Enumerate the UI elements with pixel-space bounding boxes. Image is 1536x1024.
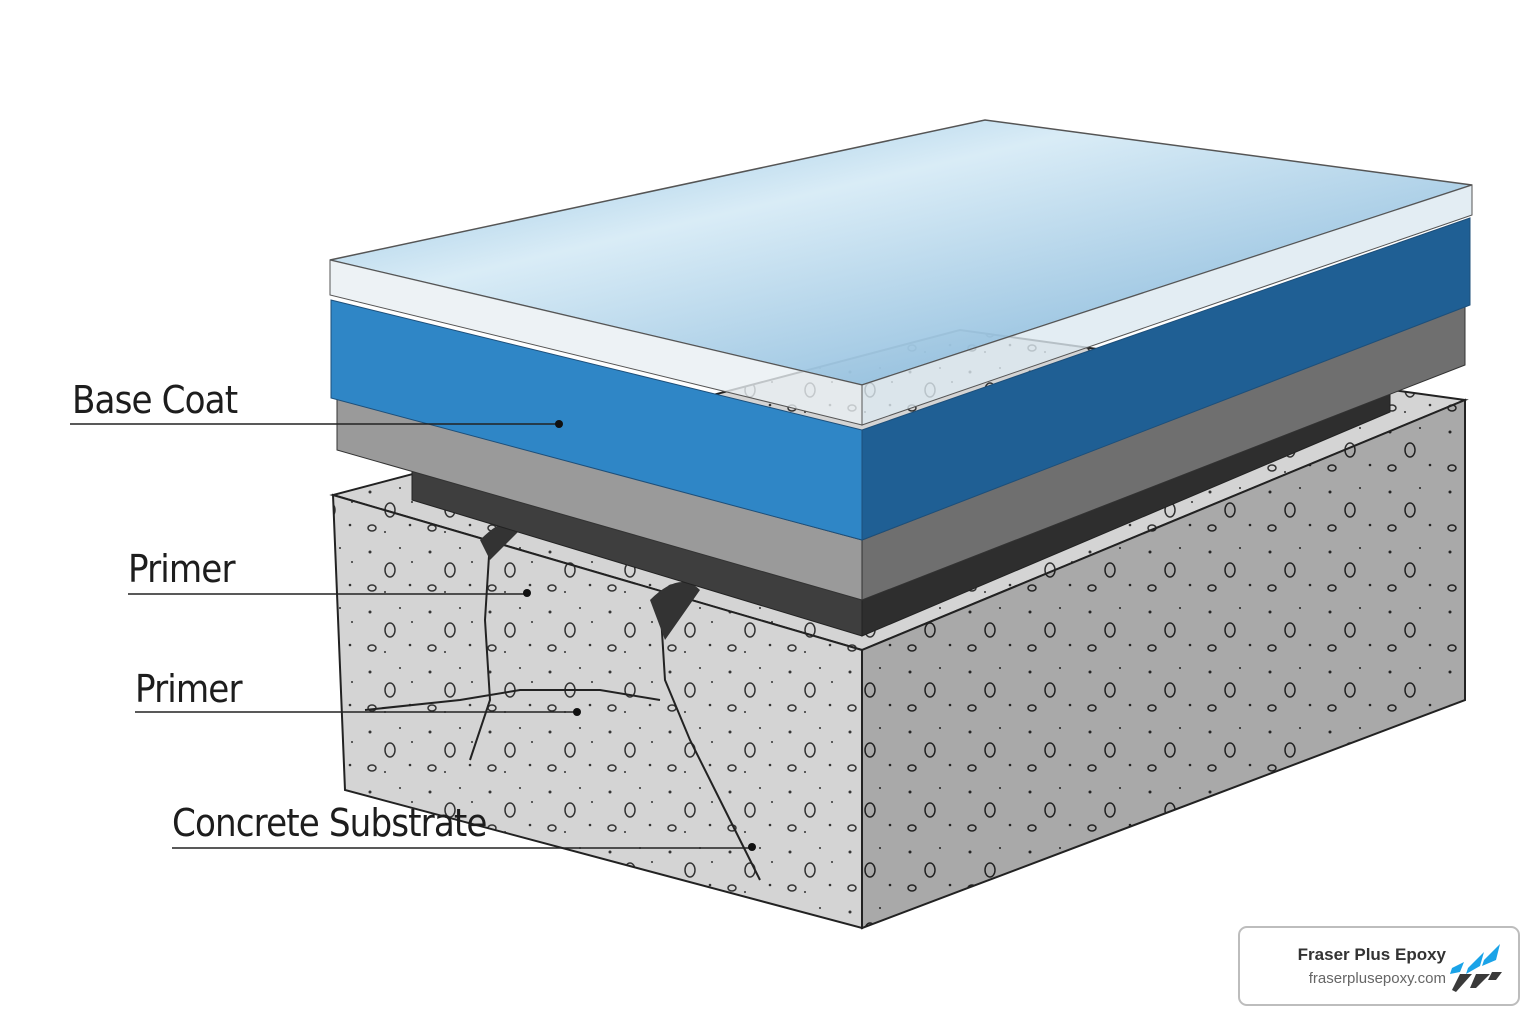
top-coat-layer [329,119,1473,426]
brand-stripes-icon [1450,944,1502,992]
label-primer-second: Primer [135,667,243,711]
leader-lines [70,420,756,851]
label-base-coat: Base Coat [72,378,238,422]
base-coat-layer [330,217,1471,541]
label-concrete-substrate: Concrete Substrate [172,801,487,845]
brand-name: Fraser Plus Epoxy [1297,945,1446,964]
label-primer: Primer [128,547,236,591]
brand-logo-box: Fraser Plus Epoxy fraserplusepoxy.com [1238,926,1520,1006]
brand-url: fraserplusepoxy.com [1308,970,1446,987]
